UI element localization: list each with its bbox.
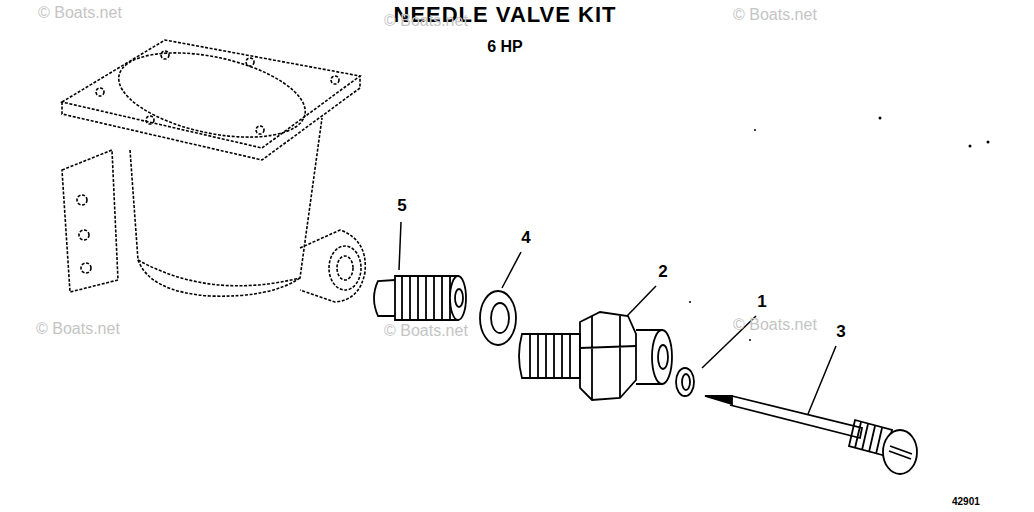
needle-valve-parts [374,276,917,474]
watermark: © Boats.net [733,316,817,334]
watermark: © Boats.net [384,322,468,340]
watermark: © Boats.net [733,6,817,24]
callout-number: 5 [397,196,406,216]
callout-number: 1 [757,292,766,312]
callout-number: 4 [521,228,530,248]
watermark: © Boats.net [36,320,120,338]
float-bowl [62,38,365,302]
specks [689,117,990,342]
watermark: © Boats.net [38,4,122,22]
callout-number: 2 [658,262,667,282]
callout-number: 3 [836,322,845,342]
figure-code: 42901 [952,496,980,507]
watermark: © Boats.net [384,12,468,30]
horsepower-label: 6 HP [487,38,523,56]
leader-lines [399,222,836,414]
